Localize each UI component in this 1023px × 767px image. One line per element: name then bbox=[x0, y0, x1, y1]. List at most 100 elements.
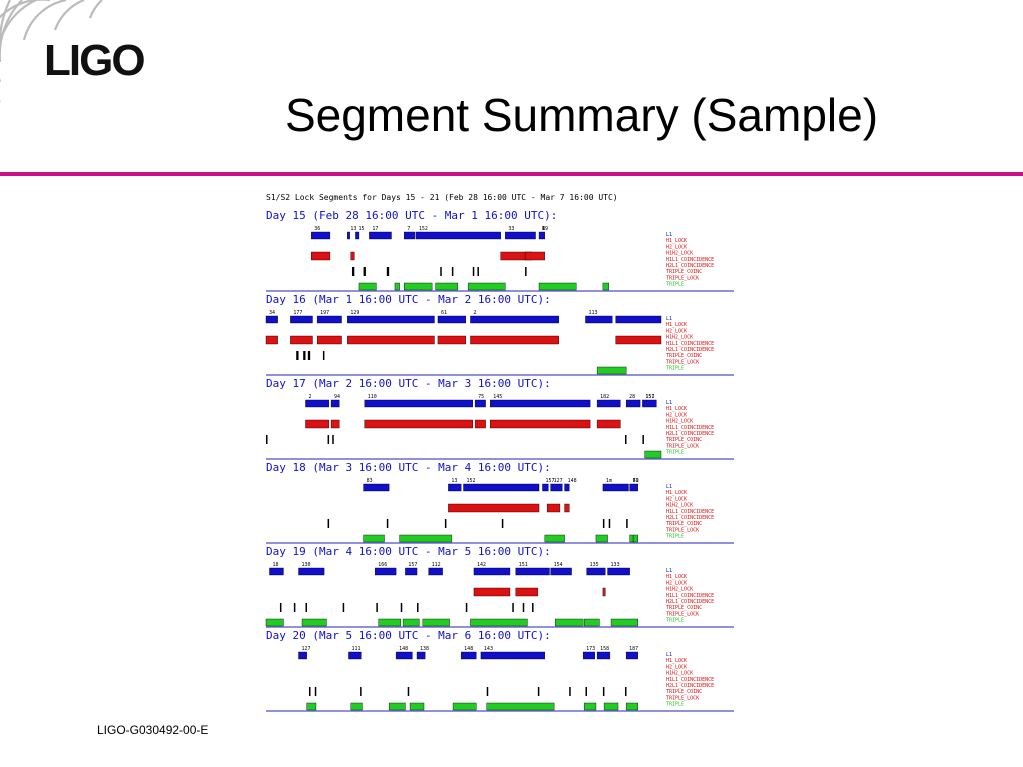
segment-l1 bbox=[512, 603, 514, 612]
day-label: Day 17 (Mar 2 16:00 UTC - Mar 3 16:00 UT… bbox=[266, 377, 551, 390]
segment-l1 bbox=[465, 603, 468, 612]
segment-h1 bbox=[625, 651, 638, 660]
segment-h1 bbox=[416, 651, 426, 660]
segment-h2 bbox=[524, 251, 546, 261]
legend-entry: H1L1_COINCIDENCE bbox=[666, 509, 714, 515]
legend-entry: H2L1_COINCIDENCE bbox=[666, 431, 714, 437]
segment-triple bbox=[632, 534, 638, 543]
segment-l1 bbox=[322, 351, 325, 360]
legend-entry: L1 bbox=[666, 484, 672, 490]
duration-mark: 148 bbox=[399, 646, 408, 652]
segment-triple bbox=[265, 618, 284, 627]
segment-h1 bbox=[375, 567, 397, 576]
legend-entry: H1L1_COINCIDENCE bbox=[666, 257, 714, 263]
duration-mark: 135 bbox=[590, 562, 599, 568]
segment-triple bbox=[629, 534, 634, 543]
segment-h1 bbox=[585, 315, 613, 324]
duration-mark: 111 bbox=[351, 646, 360, 652]
legend-entry: H2L1_COINCIDENCE bbox=[666, 347, 714, 353]
segment-triple bbox=[409, 702, 425, 711]
document-id: LIGO-G030492-00-E bbox=[97, 723, 209, 737]
ligo-logo-text: LIGO bbox=[44, 36, 146, 85]
duration-mark: 2 bbox=[542, 226, 545, 232]
legend-entry: H1L1_COINCIDENCE bbox=[666, 425, 714, 431]
duration-mark: 33 bbox=[508, 226, 514, 232]
segment-l1 bbox=[624, 435, 627, 444]
segment-triple bbox=[584, 702, 597, 711]
duration-mark: 142 bbox=[477, 562, 486, 568]
legend-entry: TRIPLE_LOCK bbox=[666, 359, 699, 365]
segment-h1 bbox=[596, 399, 621, 408]
segment-l1 bbox=[569, 687, 571, 696]
duration-mark: 1 bbox=[542, 226, 545, 232]
segment-triple bbox=[363, 534, 385, 543]
legend-entry: TRIPLE bbox=[666, 702, 684, 708]
segment-h1 bbox=[582, 651, 595, 660]
segment-h2 bbox=[350, 251, 355, 261]
chart-header: S1/S2 Lock Segments for Days 15 - 21 (Fe… bbox=[266, 193, 618, 202]
duration-mark: 15 bbox=[358, 226, 364, 232]
legend-entry: H2L1_COINCIDENCE bbox=[666, 263, 714, 269]
duration-mark: 17 bbox=[372, 226, 378, 232]
segment-h1 bbox=[470, 315, 559, 324]
segment-h1 bbox=[538, 231, 546, 240]
segment-l1 bbox=[626, 519, 628, 528]
legend-entry: L1 bbox=[666, 400, 672, 406]
legend-entry: TRIPLE_COINC bbox=[666, 689, 702, 695]
segment-l1 bbox=[608, 519, 611, 528]
segment-h1 bbox=[463, 483, 540, 492]
legend-entry: TRIPLE bbox=[666, 534, 684, 540]
day-panel: Day 17 (Mar 2 16:00 UTC - Mar 3 16:00 UT… bbox=[266, 377, 734, 460]
segment-h1 bbox=[629, 483, 638, 492]
duration-mark: 83 bbox=[367, 478, 373, 484]
legend-entry: TRIPLE_COINC bbox=[666, 269, 702, 275]
duration-mark: 7 bbox=[633, 478, 636, 484]
day-panel: Day 15 (Feb 28 16:00 UTC - Mar 1 16:00 U… bbox=[266, 209, 734, 292]
segment-h1 bbox=[305, 399, 329, 408]
segment-l1 bbox=[451, 267, 454, 276]
day-label: Day 15 (Feb 28 16:00 UTC - Mar 1 16:00 U… bbox=[266, 209, 557, 222]
legend-entry: L1 bbox=[666, 316, 672, 322]
segment-triple bbox=[584, 618, 600, 627]
segment-l1 bbox=[342, 603, 345, 612]
legend-entry: H1_LOCK bbox=[666, 490, 687, 496]
duration-mark: 197 bbox=[320, 310, 329, 316]
segment-l1 bbox=[532, 603, 534, 612]
segment-h1 bbox=[564, 483, 570, 492]
legend-entry: H1L1_COINCIDENCE bbox=[666, 341, 714, 347]
legend-entry: H1H2_LOCK bbox=[666, 503, 693, 509]
segment-h2 bbox=[364, 419, 473, 429]
segment-h1 bbox=[269, 567, 284, 576]
duration-mark: 127 bbox=[554, 478, 563, 484]
segment-l1 bbox=[585, 687, 587, 696]
duration-mark: 157 bbox=[408, 562, 417, 568]
segment-h1 bbox=[404, 231, 415, 240]
legend-entry: TRIPLE_COINC bbox=[666, 521, 702, 527]
legend-entry: TRIPLE_COINC bbox=[666, 605, 702, 611]
segment-triple bbox=[388, 702, 406, 711]
segment-l1 bbox=[477, 267, 479, 276]
segment-triple bbox=[399, 534, 453, 543]
segment-triple bbox=[350, 702, 363, 711]
segment-h1 bbox=[625, 399, 641, 408]
legend-entry: H1L1_COINCIDENCE bbox=[666, 593, 714, 599]
segment-triple bbox=[306, 702, 317, 711]
duration-mark: 36 bbox=[314, 226, 320, 232]
segment-l1 bbox=[386, 267, 390, 276]
segment-triple bbox=[603, 702, 619, 711]
segment-h2 bbox=[311, 251, 331, 261]
segment-h1 bbox=[311, 231, 331, 240]
segment-h1 bbox=[428, 567, 443, 576]
legend-entry: H1_LOCK bbox=[666, 406, 687, 412]
legend-entry: TRIPLE_LOCK bbox=[666, 695, 699, 701]
segment-triple bbox=[486, 702, 555, 711]
segment-triple bbox=[544, 534, 565, 543]
segment-l1 bbox=[327, 519, 330, 528]
segment-l1 bbox=[307, 351, 311, 360]
segment-h1 bbox=[265, 315, 278, 324]
segment-triple bbox=[452, 702, 477, 711]
segment-h1 bbox=[550, 483, 563, 492]
segment-l1 bbox=[327, 435, 330, 444]
segment-h2 bbox=[347, 335, 435, 345]
day-label: Day 20 (Mar 5 16:00 UTC - Mar 6 16:00 UT… bbox=[266, 629, 551, 642]
